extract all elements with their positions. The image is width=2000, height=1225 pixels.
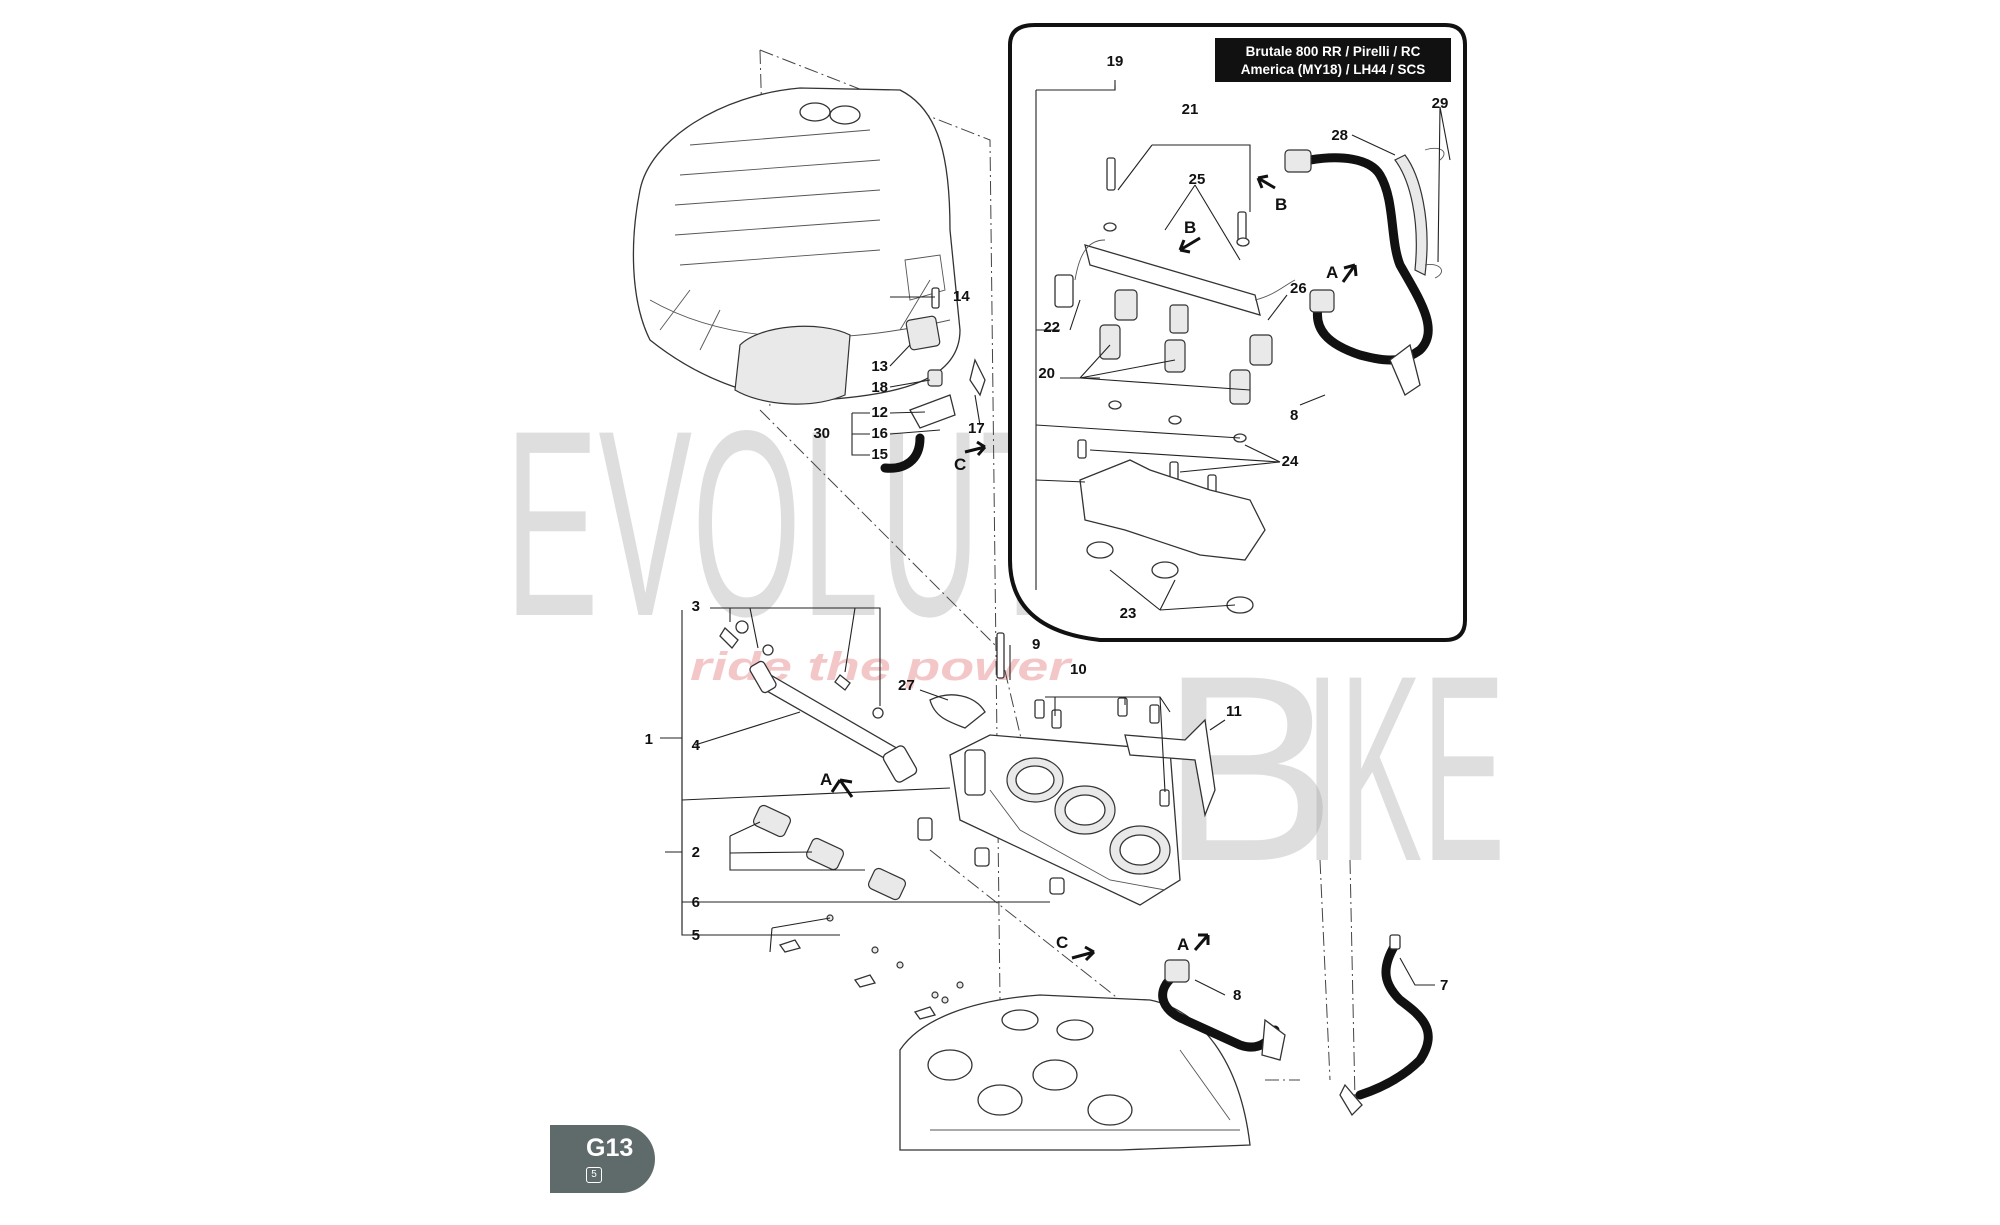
callout-27: 27 [898,677,915,694]
watermark-evoluti: EVOLUTI [505,376,1105,672]
callout-30: 30 [813,425,830,442]
arrow-a-right-icon [1193,933,1210,951]
page-sub-badge: 5 [586,1167,602,1183]
direction-arrows [830,174,1358,962]
callout-8-lower: 8 [1233,987,1241,1004]
label-c-lower: C [1056,933,1068,952]
callout-12: 12 [871,404,888,421]
arrow-labels: A A A B B C C [820,195,1338,954]
callout-18: 18 [871,379,888,396]
callout-5: 5 [692,927,700,944]
callout-10: 10 [1070,661,1087,678]
arrow-a-lower-icon [830,778,854,798]
variant-inset: Brutale 800 RR / Pirelli / RC America (M… [1008,23,1467,642]
label-a-lower: A [820,770,832,789]
injectors-lower [752,804,1065,901]
callout-26: 26 [1290,280,1307,297]
callout-7: 7 [1440,977,1448,994]
callout-3: 3 [692,598,700,615]
arrow-b-inset-icon [1256,174,1276,190]
watermark-slogan: ride the power [690,645,1073,689]
callouts: 1 2 3 4 5 6 7 8 8 9 10 11 12 13 14 15 16… [645,53,1449,1004]
screws-lower [778,632,1216,1020]
callout-15: 15 [871,446,888,463]
callout-8-inset: 8 [1290,407,1298,424]
callout-24: 24 [1282,453,1299,470]
callout-11: 11 [1226,703,1242,720]
arrow-c-upper-icon [964,440,987,456]
leader-lines [660,80,1451,996]
callout-16: 16 [871,425,888,442]
arrow-b-upper-icon [1178,236,1201,254]
callout-20: 20 [1038,365,1055,382]
callout-1: 1 [645,731,653,748]
watermark-ike: IKE [1305,621,1505,917]
callout-6: 6 [692,894,700,911]
brackets-upper-left [880,287,986,473]
label-a-right: A [1177,935,1189,954]
page-sub: 5 [591,1169,597,1180]
cylinder-head [899,994,1251,1151]
watermark-b: B [1160,621,1337,917]
callout-25: 25 [1189,171,1206,188]
callout-17: 17 [968,420,985,437]
callout-21: 21 [1182,101,1199,118]
variant-line-1: Brutale 800 RR / Pirelli / RC [1246,44,1421,59]
callout-19: 19 [1107,53,1124,70]
throttle-body [949,734,1181,906]
callout-29: 29 [1432,95,1449,112]
callout-9: 9 [1032,636,1040,653]
page-label: G13 [586,1134,634,1162]
label-c-upper: C [954,455,966,474]
callout-28: 28 [1331,127,1348,144]
airbox [632,87,961,405]
fuel-rail-lower [719,620,986,783]
hoses-lower [1158,934,1433,1117]
callout-22: 22 [1043,319,1060,336]
variant-header [1215,38,1451,82]
callout-14: 14 [953,288,970,305]
callout-23: 23 [1120,605,1137,622]
arrow-a-inset-icon [1341,263,1358,283]
callout-13: 13 [871,358,888,375]
label-b-inset: B [1275,195,1287,214]
label-b-upper: B [1184,218,1196,237]
callout-2: 2 [692,844,700,861]
variant-line-2: America (MY18) / LH44 / SCS [1241,62,1426,77]
callout-4: 4 [692,737,701,754]
arrow-c-lower-icon [1071,945,1096,962]
page-badge: G13 5 [550,1125,655,1193]
label-a-inset: A [1326,263,1338,282]
